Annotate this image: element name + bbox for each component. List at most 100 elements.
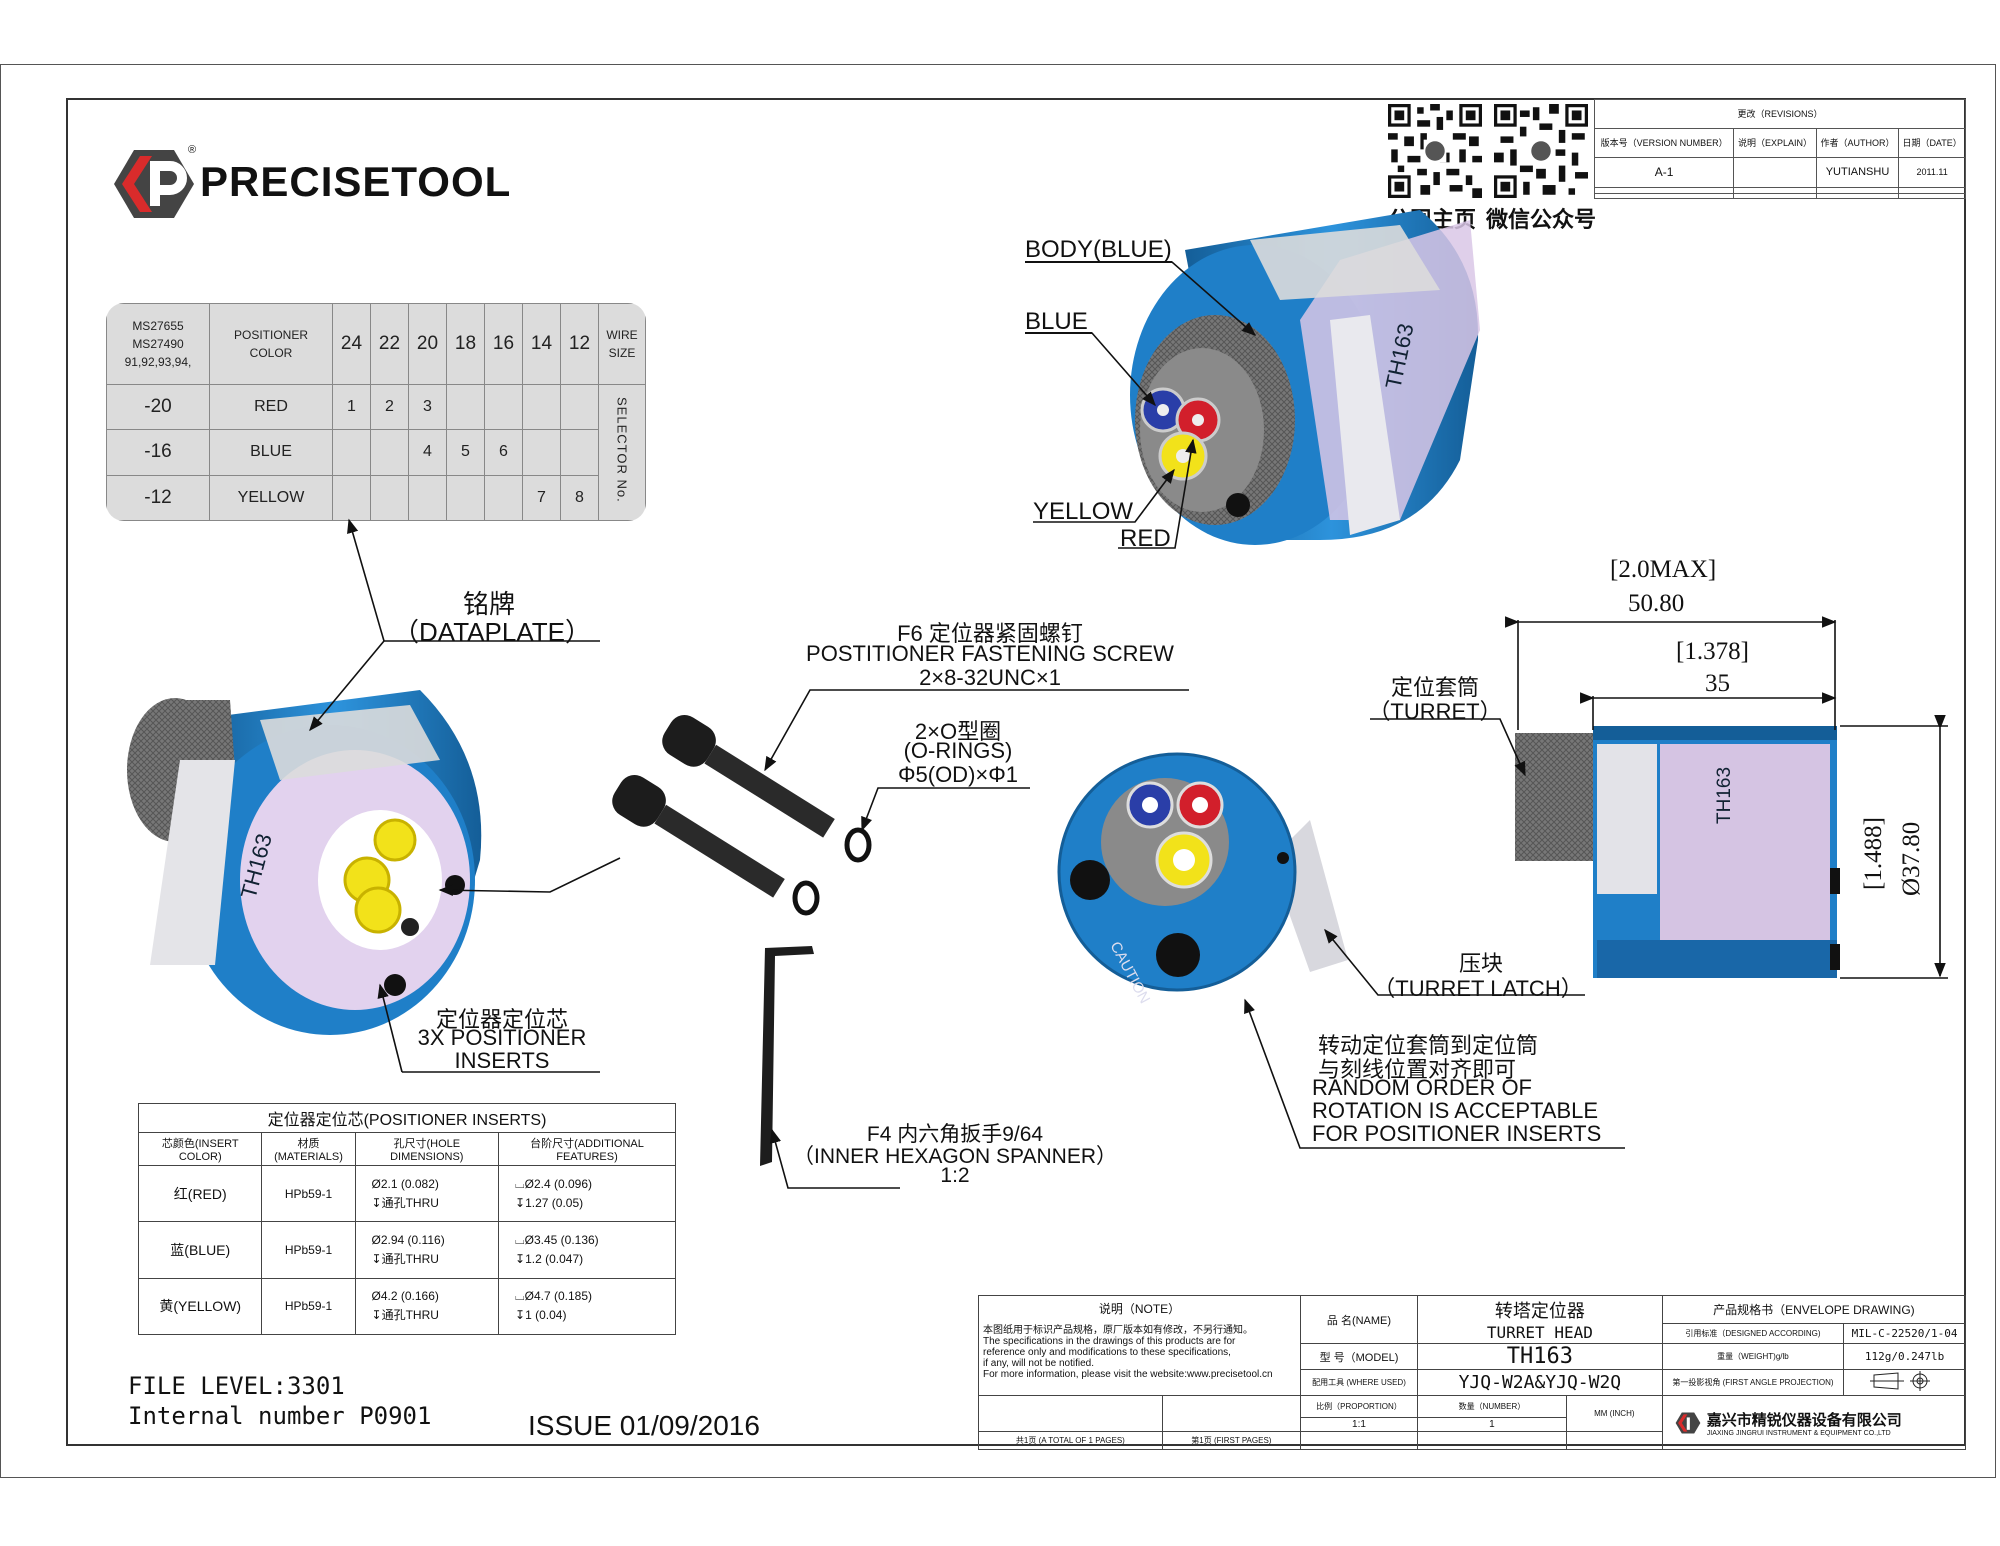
name-en: TURRET HEAD — [1486, 1323, 1593, 1342]
company-en: JIAXING JINGRUI INSTRUMENT & EQUIPMENT C… — [1706, 1429, 1891, 1437]
internal-number: Internal number P0901 — [128, 1402, 432, 1430]
label-f4-scale: 1:2 — [940, 1164, 970, 1187]
svg-text:TH163: TH163 — [1714, 767, 1735, 824]
insert-color: 蓝(BLUE) — [137, 1221, 263, 1279]
rev-header-author: 作者（AUTHOR） — [1815, 127, 1900, 158]
label-dataplate-cn: 铭牌 — [462, 589, 515, 619]
insert-feature: ⌴Ø3.45 (0.136) ↧1.2 (0.047) — [498, 1221, 676, 1279]
model-value: TH163 — [1416, 1343, 1663, 1370]
turret-head-iso-view-top: TH163 — [1130, 210, 1480, 545]
dataplate-cell — [522, 429, 561, 476]
company-cell: 嘉兴市精锐仪器设备有限公司 JIAXING JINGRUI INSTRUMENT… — [1661, 1395, 1967, 1450]
label-f4-cn: F4 内六角扳手9/64 — [866, 1123, 1044, 1146]
unit: MM (INCH) — [1565, 1395, 1663, 1432]
o-ring-1 — [844, 827, 872, 863]
dataplate-cell — [370, 429, 409, 476]
revisions-table: 更改（REVISIONS） 版本号（VERSION NUMBER） 说明（EXP… — [1593, 99, 1966, 200]
registered-mark: ® — [188, 144, 197, 156]
feature-depth: ↧1 (0.04) — [515, 1308, 567, 1323]
feature-depth: ↧1.2 (0.047) — [515, 1251, 584, 1266]
label-latch-en: （TURRET LATCH） — [1373, 976, 1583, 1001]
dataplate-spec-cell: MS27655 MS27490 91,92,93,94, — [106, 303, 210, 385]
insert-hole: Ø2.1 (0.082) ↧通孔THRU — [354, 1164, 500, 1223]
insert-color: 黄(YELLOW) — [137, 1277, 263, 1336]
insert-material: HPb59-1 — [261, 1277, 356, 1336]
qr-code-wechat-icon[interactable] — [1494, 104, 1588, 198]
label-oring-en: (O-RINGS) — [903, 738, 1013, 763]
dataplate-size: 20 — [408, 303, 447, 385]
feature-dim: ⌴Ø4.7 (0.185) — [515, 1289, 593, 1304]
dataplate-color: RED — [209, 383, 333, 431]
inserts-header-color: 芯颜色(INSERT COLOR) — [137, 1132, 263, 1166]
dataplate: MS27655 MS27490 91,92,93,94, POSITIONER … — [106, 303, 646, 521]
spec-title: 产品规格书（ENVELOPE DRAWING) — [1661, 1295, 1967, 1324]
label-f4-en: （INNER HEXAGON SPANNER） — [793, 1145, 1117, 1168]
label-blue: BLUE — [1025, 308, 1088, 335]
note-cn: 本图纸用于标识产品规格，原厂版本如有修改，不另行通知。 — [983, 1325, 1253, 1336]
o-ring-2 — [792, 880, 820, 916]
note-rotate-cn1: 转动定位套筒到定位筒 — [1318, 1033, 1539, 1058]
fastening-screws — [612, 715, 835, 898]
dim-width-inch: [1.378] — [1676, 638, 1749, 665]
note-en-2: reference only and modifications to thes… — [983, 1347, 1231, 1358]
feature-dim: ⌴Ø3.45 (0.136) — [515, 1232, 599, 1247]
dataplate-cell: 3 — [408, 383, 447, 431]
logo-mark-icon — [114, 150, 194, 218]
number-label: 数量（NUMBER） — [1416, 1395, 1567, 1418]
hole-dim: Ø2.94 (0.116) — [371, 1232, 445, 1247]
table-row: 红(RED) HPb59-1 Ø2.1 (0.082)↧通孔THRU ⌴Ø2.4… — [137, 1164, 676, 1223]
note-rotate-en1: RANDOM ORDER OF — [1312, 1075, 1532, 1100]
turret-head-front-view: CAUTION — [1057, 752, 1348, 1006]
hole-dim: Ø4.2 (0.166) — [371, 1289, 439, 1304]
spacer — [1161, 1395, 1301, 1432]
insert-feature: ⌴Ø4.7 (0.185) ↧1 (0.04) — [498, 1277, 676, 1336]
label-f6-en: POSTITIONER FASTENING SCREW — [806, 641, 1174, 666]
insert-color: 红(RED) — [137, 1164, 263, 1223]
name-label: 品 名(NAME) — [1299, 1295, 1418, 1344]
label-body-blue: BODY(BLUE) — [1025, 236, 1172, 263]
dataplate-size: 22 — [370, 303, 409, 385]
first-page: 第1页 (FIRST PAGES) — [1161, 1431, 1301, 1450]
note-rotate-en2: ROTATION IS ACCEPTABLE — [1312, 1098, 1599, 1123]
where-value: YJQ-W2A&YJQ-W2Q — [1416, 1369, 1663, 1396]
turret-head-side-view: TH163 — [1515, 726, 1840, 978]
dataplate-spec-3: 91,92,93,94, — [124, 354, 192, 369]
label-f6-qty: 2×8-32UNC×1 — [919, 665, 1061, 690]
dataplate-cell — [560, 383, 599, 431]
dataplate-selector: SELECTOR No. — [598, 383, 646, 521]
qr-code-homepage-icon[interactable] — [1388, 104, 1482, 198]
positioner-label: POSITIONER — [233, 327, 308, 342]
weight-label: 重量（WEIGHT)g/lb — [1661, 1343, 1845, 1370]
name-cn: 转塔定位器 — [1494, 1301, 1585, 1321]
inserts-header-material: 材质(MATERIALS) — [261, 1132, 356, 1166]
wire-label: WIRE — [606, 327, 638, 342]
dataplate-code: -20 — [106, 383, 210, 431]
dataplate-size: 24 — [332, 303, 371, 385]
dataplate-cell — [484, 474, 523, 521]
table-row: 黄(YELLOW) HPb59-1 Ø4.2 (0.166)↧通孔THRU ⌴Ø… — [137, 1277, 676, 1336]
dataplate-cell — [560, 429, 599, 476]
dim-max-mm: 50.80 — [1628, 590, 1685, 617]
note-rotate-cn2: 与刻线位置对齐即可 — [1318, 1057, 1517, 1082]
dim-width-mm: 35 — [1705, 670, 1730, 697]
note-en-3: if any, will not be notified. — [983, 1358, 1094, 1369]
label-dataplate-en: （DATAPLATE） — [393, 617, 591, 647]
dim-height-mm: Ø37.80 — [1898, 821, 1925, 896]
dataplate-cell — [370, 474, 409, 521]
insert-hole: Ø4.2 (0.166)↧通孔THRU — [354, 1277, 500, 1336]
rev-header-date: 日期（DATE） — [1898, 127, 1966, 158]
hole-dim: Ø2.1 (0.082) — [371, 1176, 439, 1191]
insert-feature: ⌴Ø2.4 (0.096)↧1.27 (0.05) — [498, 1164, 676, 1223]
inserts-header-hole: 孔尺寸(HOLE DIMENSIONS) — [354, 1132, 500, 1166]
dataplate-cell: 1 — [332, 383, 371, 431]
hole-thru: ↧通孔THRU — [371, 1195, 439, 1210]
title-block: 说明（NOTE） 本图纸用于标识产品规格，原厂版本如有修改，不另行通知。 The… — [978, 1295, 1967, 1450]
turret-head-iso-view-left: TH163 — [127, 690, 482, 1035]
qr-label-wechat: 微信公众号 — [1486, 207, 1597, 232]
label-red: RED — [1120, 525, 1171, 552]
selector-label: SELECTOR No. — [614, 396, 630, 503]
dataplate-cell: 8 — [560, 474, 599, 521]
design-value: MIL-C-22520/1-04 — [1843, 1323, 1966, 1344]
company-cn: 嘉兴市精锐仪器设备有限公司 — [1706, 1411, 1902, 1429]
